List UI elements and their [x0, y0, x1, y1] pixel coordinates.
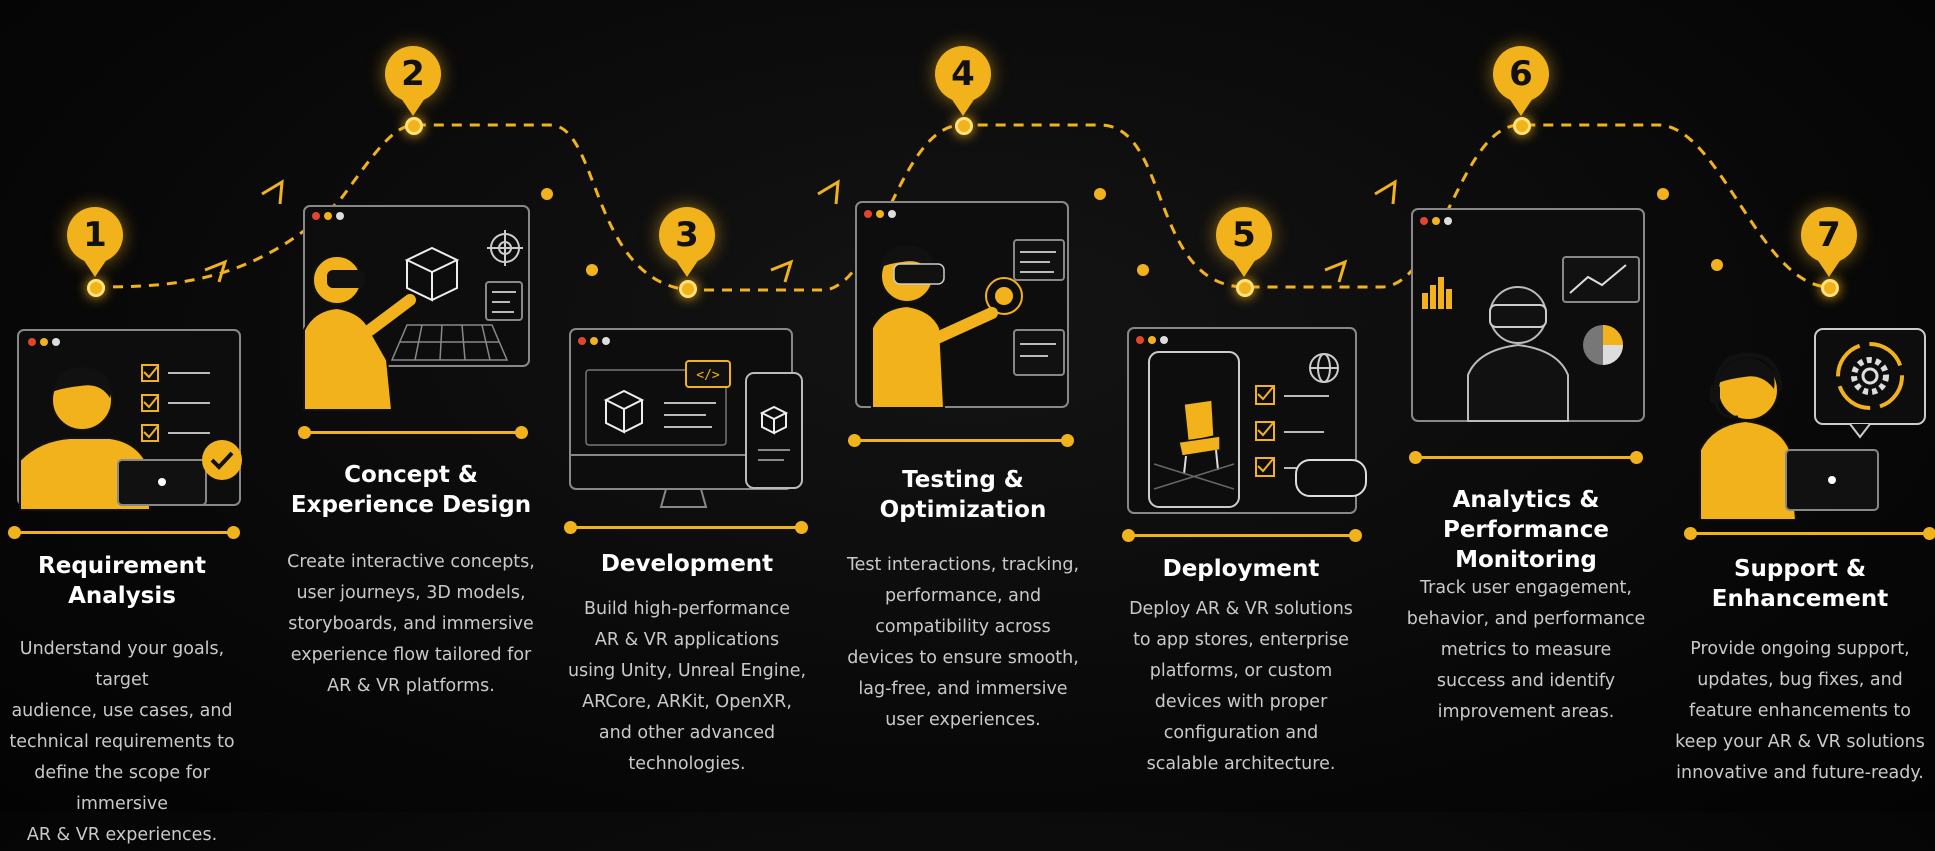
separator-4 — [848, 434, 1074, 447]
step-description: Test interactions, tracking, performance… — [846, 555, 1080, 730]
step-title: Development — [600, 551, 774, 577]
separator-5 — [1122, 529, 1362, 542]
separator-7 — [1684, 527, 1935, 540]
step-description: Deploy AR & VR solutions to app stores, … — [1129, 599, 1353, 774]
illustration-concept — [303, 205, 530, 411]
illustration-development: </> — [569, 328, 803, 508]
illustration-support — [1699, 328, 1926, 520]
path-node — [87, 279, 105, 297]
code-icon — [685, 360, 731, 388]
path-node — [679, 280, 697, 298]
step-description: Provide ongoing support, updates, bug fi… — [1675, 639, 1925, 783]
illustration-testing — [855, 201, 1069, 409]
gear-icon — [1836, 342, 1904, 410]
step-number-badge: 6 — [1493, 46, 1549, 102]
separator-2 — [298, 426, 528, 439]
step-number-badge: 4 — [935, 46, 991, 102]
separator-1 — [8, 526, 240, 539]
step-title: Deployment — [1162, 556, 1320, 582]
step-number-badge: 3 — [659, 207, 715, 263]
step-description: Build high-performance AR & VR applicati… — [567, 599, 807, 774]
globe-icon — [1309, 353, 1339, 383]
path-node — [1821, 279, 1839, 297]
illustration-requirement — [17, 329, 242, 511]
step-title: Support & Enhancement — [1711, 556, 1889, 612]
step-description: Create interactive concepts, user journe… — [287, 552, 535, 696]
step-number-badge: 1 — [67, 207, 123, 263]
separator-3 — [564, 521, 808, 534]
separator-6 — [1409, 451, 1643, 464]
target-icon — [487, 230, 523, 266]
step-description: Understand your goals, target audience, … — [9, 639, 235, 845]
path-node — [1236, 279, 1254, 297]
vr-headset-icon — [893, 263, 945, 285]
path-node — [955, 117, 973, 135]
path-node — [1513, 117, 1531, 135]
step-number-badge: 2 — [385, 46, 441, 102]
cube-icon — [404, 246, 460, 302]
illustration-deployment — [1127, 327, 1367, 514]
illustration-analytics — [1411, 208, 1645, 422]
step-title: Concept & Experience Design — [290, 462, 532, 518]
step-number-badge: 5 — [1216, 207, 1272, 263]
step-title: Testing & Optimization — [879, 467, 1047, 523]
chair-icon — [1178, 399, 1221, 475]
step-title: Analytics & Performance Monitoring — [1442, 487, 1610, 573]
step-number-badge: 7 — [1801, 207, 1857, 263]
check-icon — [143, 365, 159, 439]
chart-icon — [1422, 277, 1452, 309]
step-description: Track user engagement, behavior, and per… — [1406, 578, 1646, 722]
step-title: Requirement Analysis — [38, 553, 206, 609]
svg-text:</>: </> — [696, 368, 720, 383]
path-node — [405, 117, 423, 135]
process-diagram: </> — [0, 0, 1935, 812]
